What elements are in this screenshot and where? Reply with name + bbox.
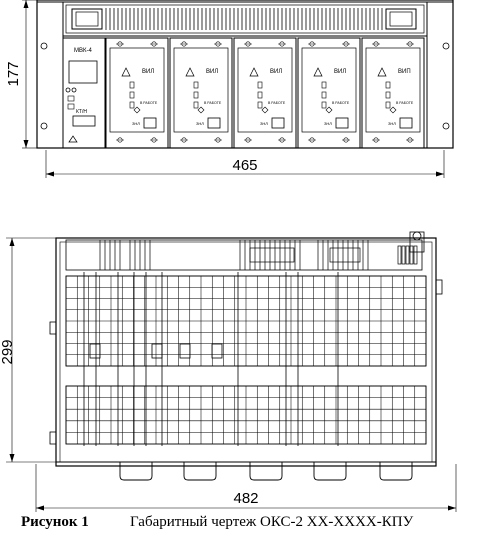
- module-2: ВИЛ В РАБОТЕ ЗНЛ: [169, 37, 233, 149]
- dimensional-drawing: ВИЛ В РАБОТЕ ЗНЛ ВИЛ В РАБОТЕ ЗНЛ ВИЛ В РАБОТЕ З…: [0, 0, 457, 512]
- figure-caption: Рисунок 1 Габаритный чертеж ОКС-2 XX-XXX…: [0, 514, 493, 538]
- module-status-text: В РАБОТЕ: [140, 101, 158, 105]
- ctl-label: КТ/Н: [76, 109, 87, 115]
- module-status-text: В РАБОТЕ: [204, 101, 222, 105]
- front-height-dimension: 177: [5, 61, 22, 86]
- module-bottom-label: ЗНЛ: [388, 121, 396, 126]
- module-5: ВИП В РАБОТЕ ЗНЛ: [361, 37, 425, 149]
- top-view: [6, 231, 457, 512]
- module-status-text: В РАБОТЕ: [332, 101, 350, 105]
- top-depth-dimension: 299: [0, 339, 16, 364]
- module-status-text: В РАБОТЕ: [268, 101, 286, 105]
- mvk-label: МВК-4: [74, 48, 92, 54]
- front-width-dimension: 465: [232, 157, 257, 174]
- module-label: ВИЛ: [334, 69, 346, 75]
- module-bottom-label: ЗНЛ: [260, 121, 268, 126]
- module-label: ВИЛ: [142, 69, 154, 75]
- module-bottom-label: ЗНЛ: [132, 121, 140, 126]
- caption-text: Габаритный чертеж ОКС-2 XX-XXXX-КПУ: [130, 514, 414, 530]
- module-label: ВИЛ: [206, 69, 218, 75]
- module-bottom-label: ЗНЛ: [324, 121, 332, 126]
- module-label: ВИП: [398, 69, 411, 75]
- module-status-text: В РАБОТЕ: [396, 101, 414, 105]
- module-1: ВИЛ В РАБОТЕ ЗНЛ: [105, 37, 169, 149]
- front-view: ВИЛ В РАБОТЕ ЗНЛ ВИЛ В РАБОТЕ ЗНЛ ВИЛ В РАБОТЕ З…: [22, 0, 454, 178]
- caption-label: Рисунок 1: [21, 514, 89, 530]
- module-3: ВИЛ В РАБОТЕ ЗНЛ: [233, 37, 297, 149]
- module-4: ВИЛ В РАБОТЕ ЗНЛ: [297, 37, 361, 149]
- module-bottom-label: ЗНЛ: [196, 121, 204, 126]
- top-width-dimension: 482: [233, 490, 258, 507]
- module-label: ВИЛ: [270, 69, 282, 75]
